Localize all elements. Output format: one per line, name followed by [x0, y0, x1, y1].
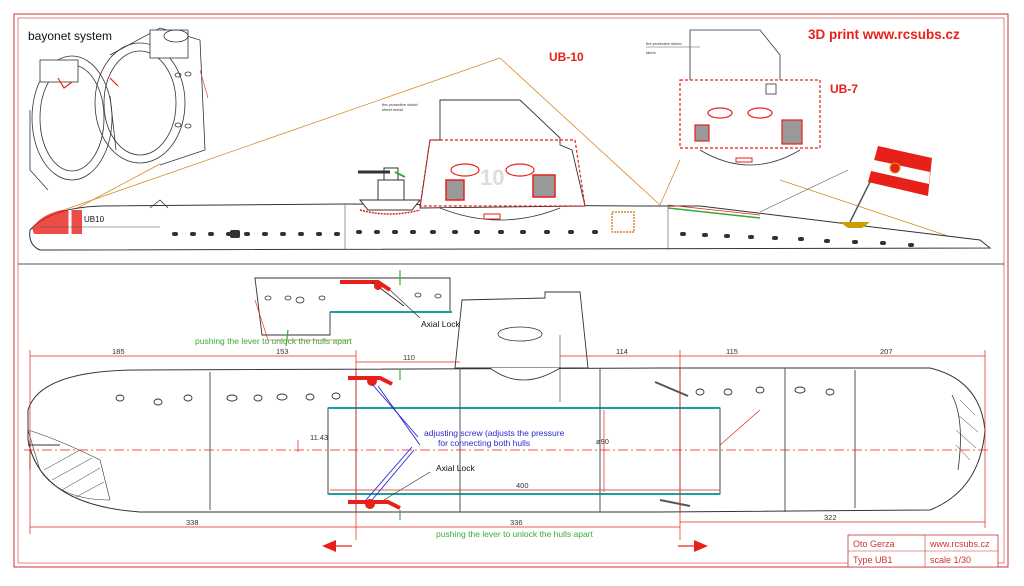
title-author: Oto Gerza: [853, 539, 895, 549]
ub10-label: UB-10: [549, 50, 584, 64]
dim-114: 114: [616, 347, 628, 356]
dim-322: 322: [824, 513, 837, 522]
hull-marking: UB10: [84, 215, 105, 224]
push-lever-top-label: pushing the lever to unlock the hulls ap…: [195, 336, 353, 346]
dim-115: 115: [726, 347, 738, 356]
svg-text:fabric: fabric: [646, 50, 656, 55]
svg-text:the protective shield: the protective shield: [646, 41, 682, 46]
dim-207: 207: [880, 347, 893, 356]
dim-90: ø90: [596, 437, 609, 446]
dim-336: 336: [510, 518, 523, 527]
bayonet-label: bayonet system: [28, 29, 112, 43]
bayonet-rings-illustration: [29, 27, 209, 191]
title-type: Type UB1: [853, 555, 893, 565]
dim-11-43: 11.43: [310, 433, 328, 442]
ub10-hull: UB10 10: [29, 99, 992, 251]
adjusting-screw-line2: for connecting both hulls: [438, 438, 530, 448]
arrows: [322, 540, 708, 552]
ub7-label: UB-7: [830, 82, 858, 96]
title-block: Oto Gerza www.rcsubs.cz Type UB1 scale 1…: [847, 534, 999, 568]
title-website: www.rcsubs.cz: [929, 539, 990, 549]
svg-text:sheet metal: sheet metal: [382, 107, 403, 112]
dim-153: 153: [276, 347, 289, 356]
push-lever-bottom-label: pushing the lever to unlock the hulls ap…: [436, 529, 594, 539]
svg-text:the protective shield: the protective shield: [382, 102, 418, 107]
ub7-tower: the protective shield fabric: [646, 29, 821, 166]
dim-400: 400: [516, 481, 529, 490]
dimension-lines: [29, 350, 986, 540]
sheet-border: [13, 13, 1009, 568]
adjusting-screw-line1: adjusting screw (adjusts the pressure: [424, 428, 565, 438]
print-title: 3D print www.rcsubs.cz: [808, 27, 960, 42]
axial-lock-top-label: Axial Lock: [421, 319, 460, 329]
hull-cutaway: [24, 270, 990, 520]
svg-text:10: 10: [480, 165, 504, 190]
dim-338: 338: [186, 518, 199, 527]
axial-lock-bottom-label: Axial Lock: [436, 463, 475, 473]
dim-110: 110: [403, 353, 415, 362]
sheet-inner-border: [17, 17, 1005, 564]
projection-lines: [57, 57, 961, 241]
title-scale: scale 1/30: [930, 555, 971, 565]
dim-185: 185: [112, 347, 125, 356]
tower-section-detail: [254, 277, 452, 341]
